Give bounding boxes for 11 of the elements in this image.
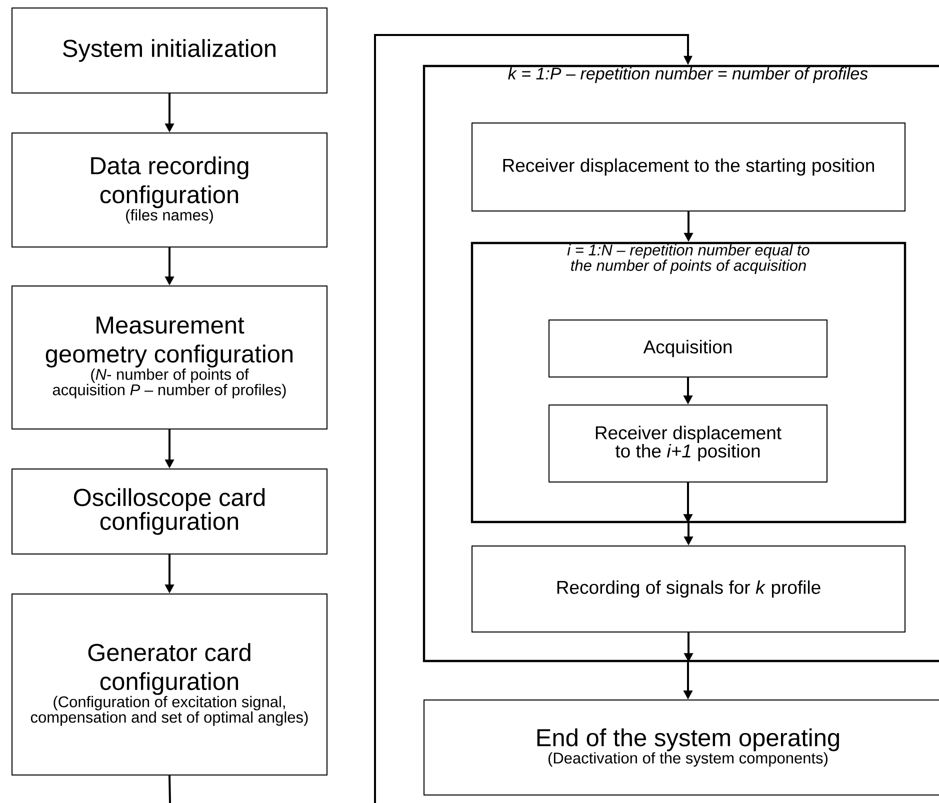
process-box: Receiver displacement to the i+1 position — [548, 404, 828, 482]
process-box: End of the system operating (Deactivation of the system components) — [424, 700, 939, 796]
process-box: Recording of signals for k profile — [472, 546, 906, 632]
process-box: Receiver displacement to the starting position — [472, 122, 906, 212]
process-box: Data recording configuration (files names) — [12, 132, 328, 248]
process-box: Oscilloscope card configuration — [12, 468, 328, 554]
process-box: Generator card configuration (Configuration of excitation signal, compensation and set of optimal angles) — [12, 594, 328, 776]
process-box: Measurement geometry configuration (N- number of points of acquisition P – number of profiles) — [12, 286, 328, 430]
arrow — [374, 34, 692, 803]
process-box: System initialization — [12, 8, 328, 94]
process-box: Acquisition — [548, 320, 828, 378]
